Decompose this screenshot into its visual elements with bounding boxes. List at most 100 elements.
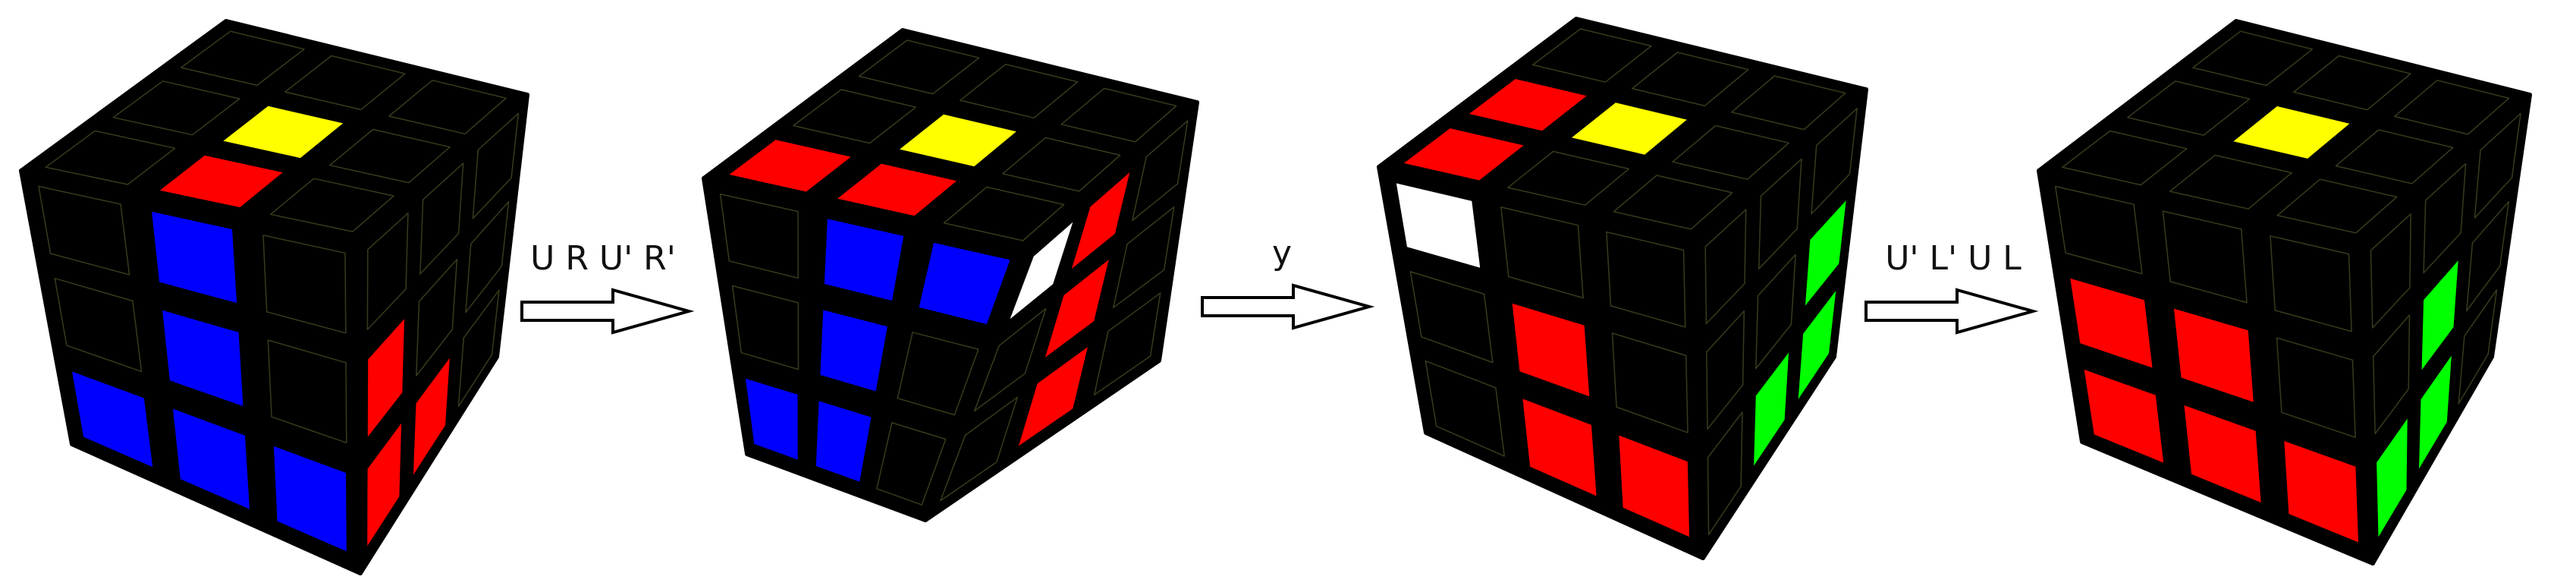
front-sticker [2182, 403, 2263, 505]
front-sticker [743, 376, 800, 462]
front-face [19, 169, 363, 575]
top-sticker [180, 30, 305, 87]
front-sticker [2054, 185, 2143, 275]
right-face [358, 93, 529, 575]
move-label-2: y [1272, 234, 1292, 273]
front-sticker [1521, 396, 1598, 498]
front-sticker [272, 444, 348, 553]
top-sticker [1631, 52, 1749, 107]
top-sticker [221, 104, 346, 160]
top-sticker [1060, 87, 1177, 143]
top-sticker [2335, 129, 2454, 184]
front-sticker [2276, 337, 2356, 438]
move-step-3: U' L' U L [1864, 239, 2039, 335]
front-sticker [2162, 210, 2248, 304]
front-sticker [822, 217, 906, 303]
front-face [1377, 165, 1705, 560]
right-sticker [416, 258, 458, 376]
top-sticker [329, 128, 451, 184]
top-sticker [960, 63, 1079, 119]
right-sticker [2423, 162, 2467, 274]
top-sticker [388, 80, 507, 135]
front-sticker [2172, 307, 2255, 405]
top-sticker [2062, 130, 2188, 186]
right-sticker [2458, 289, 2498, 405]
top-sticker [858, 39, 980, 95]
front-sticker [1617, 433, 1692, 539]
right-sticker [1070, 169, 1132, 272]
front-sticker [54, 277, 143, 373]
front-sticker [1425, 360, 1505, 457]
right-sticker [1752, 349, 1791, 469]
right-sticker [1707, 411, 1743, 536]
right-sticker [1016, 344, 1090, 449]
right-sticker [465, 201, 510, 313]
front-sticker [2282, 439, 2361, 544]
top-sticker [157, 153, 285, 210]
front-face [2037, 169, 2375, 566]
top-sticker [284, 55, 406, 111]
top-sticker [1672, 124, 1789, 180]
right-sticker [457, 289, 500, 408]
front-sticker [171, 407, 252, 512]
top-sticker [1613, 175, 1733, 230]
top-face [2037, 19, 2532, 245]
top-sticker [2192, 30, 2314, 87]
top-sticker [112, 80, 240, 136]
front-sticker [262, 235, 347, 334]
move-step-1: U R U' R' [520, 239, 695, 335]
top-sticker [45, 130, 176, 185]
front-sticker [70, 369, 155, 469]
front-sticker [150, 210, 239, 305]
right-sticker [1706, 310, 1745, 430]
rubiks-cube [1377, 17, 1868, 560]
move-label-3: U' L' U L [1885, 239, 2022, 278]
top-sticker [2293, 55, 2411, 111]
front-sticker [2069, 276, 2154, 370]
right-sticker [366, 316, 407, 440]
front-sticker [160, 308, 245, 408]
right-sticker [1755, 254, 1796, 370]
front-sticker [1409, 271, 1494, 364]
right-sticker [2420, 257, 2460, 373]
top-sticker [1569, 101, 1689, 156]
right-sticker [419, 162, 464, 275]
front-sticker [1500, 206, 1584, 299]
rubiks-cube [19, 19, 529, 575]
right-sticker [1704, 209, 1747, 325]
front-sticker [876, 422, 947, 506]
top-sticker [834, 162, 960, 218]
top-sticker [2393, 80, 2510, 135]
arrow-right-icon [520, 288, 695, 335]
top-sticker [793, 89, 917, 144]
top-sticker [727, 138, 853, 194]
right-sticker [1803, 197, 1848, 309]
right-sticker [2372, 314, 2411, 435]
front-sticker [917, 241, 1012, 326]
top-sticker [269, 178, 394, 232]
front-sticker [818, 308, 889, 393]
cubes-layer [19, 17, 2532, 575]
right-sticker [2375, 415, 2409, 540]
front-face [702, 176, 1032, 522]
front-sticker [1394, 181, 1482, 270]
top-face [19, 19, 529, 244]
rubiks-cube [702, 28, 1199, 522]
top-sticker [1466, 77, 1589, 133]
right-sticker [472, 112, 520, 219]
right-sticker [1043, 257, 1111, 361]
front-sticker [731, 285, 800, 370]
right-sticker [1093, 292, 1161, 395]
arrow-right-icon [1201, 283, 1375, 330]
right-sticker [1007, 219, 1076, 323]
right-face [2361, 93, 2532, 566]
top-sticker [943, 186, 1065, 241]
top-sticker [1401, 127, 1526, 182]
top-sticker [1730, 75, 1846, 131]
right-sticker [2417, 352, 2454, 473]
right-sticker [2474, 112, 2521, 219]
move-label-1: U R U' R' [530, 239, 676, 278]
right-sticker [2466, 200, 2510, 312]
